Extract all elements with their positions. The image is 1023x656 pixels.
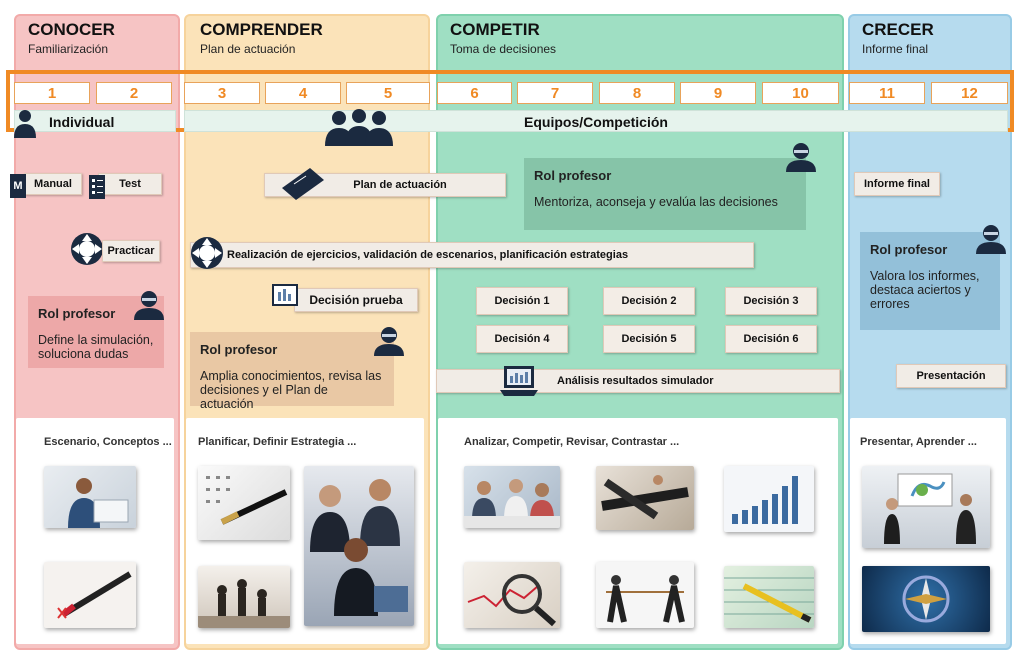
header-crecer: CRECER Informe final: [862, 20, 934, 56]
step-8: 8: [599, 82, 675, 104]
header-comprender: COMPRENDER Plan de actuación: [200, 20, 323, 56]
phase-individual: Individual: [14, 110, 176, 132]
decision-prueba-label: Decisión prueba: [309, 293, 403, 307]
manual-label: Manual: [34, 178, 72, 190]
document-chart-icon: [272, 284, 298, 306]
rol-text: Mentoriza, aconseja y evalúa las decisio…: [534, 195, 778, 209]
decision-4[interactable]: Decisión 4: [476, 325, 568, 353]
step-7: 7: [517, 82, 593, 104]
rol-profesor-crecer: Rol profesor Valora los informes, destac…: [860, 232, 1000, 330]
photo-business-team: [304, 466, 414, 626]
rol-text: Valora los informes, destaca aciertos y …: [870, 269, 980, 311]
analisis-item[interactable]: Análisis resultados simulador: [436, 369, 840, 393]
decision-2[interactable]: Decisión 2: [603, 287, 695, 315]
decision-5[interactable]: Decisión 5: [603, 325, 695, 353]
step-4: 4: [265, 82, 341, 104]
column-subtitle: Plan de actuación: [200, 42, 296, 56]
header-conocer: CONOCER Familiarización: [28, 20, 115, 56]
activities-text: Analizar, Competir, Revisar, Contrastar …: [464, 436, 680, 448]
photo-woman-laptop: [44, 466, 136, 528]
step-10: 10: [762, 82, 839, 104]
phase-teams: Equipos/Competición: [184, 110, 1008, 132]
manual-icon: M: [10, 174, 26, 198]
person-icon: [14, 110, 36, 138]
photo-pen-checklist: [44, 562, 136, 628]
teacher-icon: [134, 291, 164, 320]
rol-profesor-conocer: Rol profesor Define la simulación, soluc…: [28, 296, 164, 368]
ejercicios-label: Realización de ejercicios, validación de…: [227, 249, 629, 261]
column-title: CONOCER: [28, 20, 115, 39]
step-9: 9: [680, 82, 756, 104]
photo-compass: [862, 566, 990, 632]
test-item[interactable]: Test: [98, 173, 162, 195]
photo-presentation: [862, 466, 990, 548]
activities-text: Planificar, Definir Estrategia ...: [198, 436, 357, 448]
column-title: CRECER: [862, 20, 934, 39]
presentacion-item[interactable]: Presentación: [896, 364, 1006, 388]
teacher-icon: [786, 143, 816, 172]
test-label: Test: [119, 178, 141, 190]
ejercicios-item[interactable]: Realización de ejercicios, validación de…: [190, 242, 754, 268]
cycle-icon: [71, 233, 103, 265]
photo-bar-chart: [724, 466, 814, 532]
column-title: COMPETIR: [450, 20, 540, 39]
photo-calendar-pen: [198, 466, 290, 540]
rol-title: Rol profesor: [200, 342, 278, 357]
team-icon: [325, 109, 393, 146]
presentacion-label: Presentación: [916, 370, 986, 382]
notebook-icon: [282, 168, 324, 200]
rol-text: Define la simulación, soluciona dudas: [38, 333, 154, 361]
manual-item[interactable]: Manual: [24, 173, 82, 195]
photo-tug-of-war: [596, 562, 694, 628]
rol-title: Rol profesor: [38, 306, 116, 321]
photo-pen-spreadsheet: [724, 566, 814, 628]
cycle-icon: [191, 237, 223, 269]
plan-label: Plan de actuación: [353, 179, 447, 191]
photo-meeting: [464, 466, 560, 528]
step-5: 5: [346, 82, 430, 104]
step-12: 12: [931, 82, 1008, 104]
photo-magnifier-newspaper: [464, 562, 560, 628]
rol-profesor-competir: Rol profesor Mentoriza, aconseja y evalú…: [524, 158, 806, 230]
checklist-icon: [89, 175, 105, 199]
informe-label: Informe final: [863, 178, 930, 190]
phase-label: Equipos/Competición: [524, 114, 668, 130]
informe-final-item[interactable]: Informe final: [854, 172, 940, 196]
step-1: 1: [14, 82, 90, 104]
phase-label: Individual: [49, 114, 115, 130]
step-6: 6: [437, 82, 512, 104]
column-title: COMPRENDER: [200, 20, 323, 39]
teacher-icon: [976, 225, 1006, 254]
laptop-icon: [500, 366, 538, 396]
column-subtitle: Familiarización: [28, 42, 109, 56]
analisis-label: Análisis resultados simulador: [557, 375, 714, 387]
photo-competition-table: [596, 466, 694, 530]
decision-3[interactable]: Decisión 3: [725, 287, 817, 315]
column-subtitle: Informe final: [862, 42, 929, 56]
step-11: 11: [849, 82, 925, 104]
rol-text: Amplia conocimientos, revisa las decisio…: [200, 369, 382, 411]
activities-text: Escenario, Conceptos ...: [44, 436, 172, 448]
column-subtitle: Toma de decisiones: [450, 42, 557, 56]
step-2: 2: [96, 82, 172, 104]
decision-6[interactable]: Decisión 6: [725, 325, 817, 353]
header-competir: COMPETIR Toma de decisiones: [450, 20, 556, 56]
practicar-item[interactable]: Practicar: [102, 240, 160, 262]
activities-text: Presentar, Aprender ...: [860, 436, 977, 448]
photo-chess: [198, 566, 290, 628]
decision-prueba-item[interactable]: Decisión prueba: [294, 288, 418, 312]
teacher-icon: [374, 327, 404, 356]
rol-title: Rol profesor: [870, 242, 948, 257]
practicar-label: Practicar: [107, 245, 155, 257]
rol-title: Rol profesor: [534, 168, 612, 183]
step-3: 3: [184, 82, 260, 104]
decision-1[interactable]: Decisión 1: [476, 287, 568, 315]
rol-profesor-comprender: Rol profesor Amplia conocimientos, revis…: [190, 332, 394, 411]
